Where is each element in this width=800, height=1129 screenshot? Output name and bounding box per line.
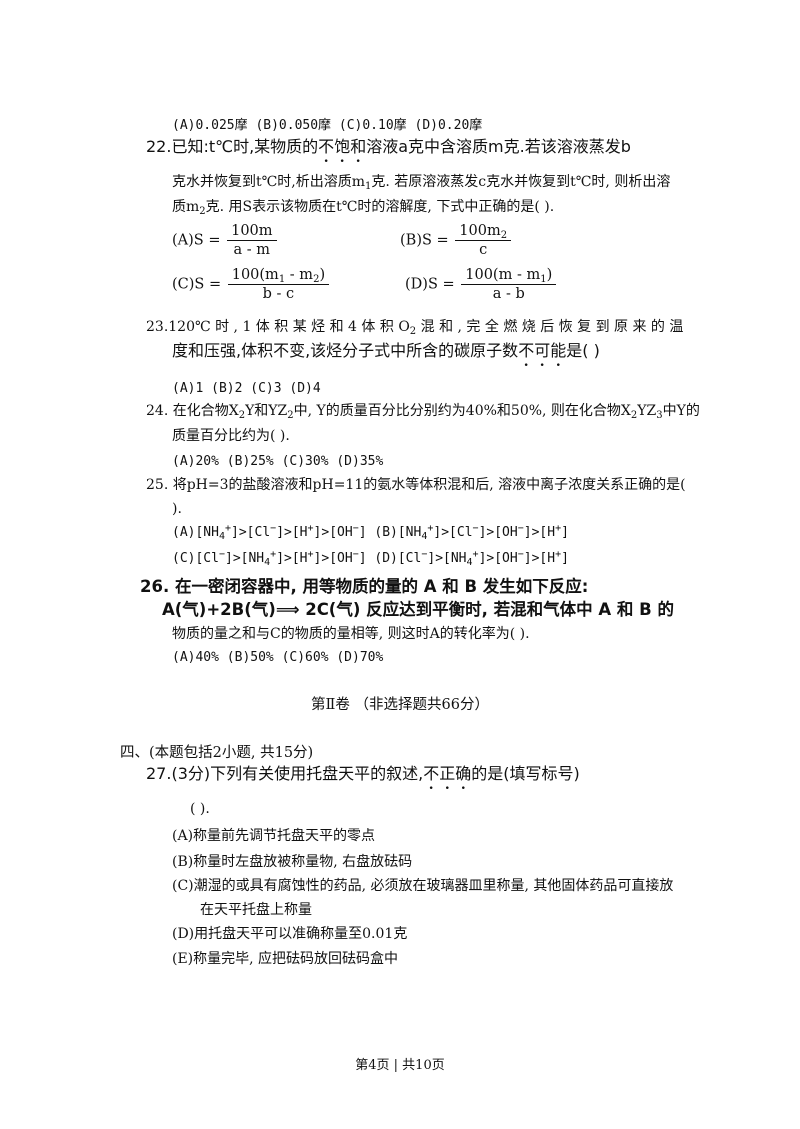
section-2-heading: 第Ⅱ卷 （非选择题共66分）: [311, 697, 489, 713]
q24-line2: 质量百分比约为( ).: [172, 428, 290, 444]
q26-options: (A)40% (B)50% (C)60% (D)70%: [172, 650, 384, 665]
q23-options: (A)1 (B)2 (C)3 (D)4: [172, 381, 321, 396]
fraction: 100(m - m1)a - b: [461, 266, 557, 303]
emphasis-char: 不: [423, 763, 439, 785]
q25-line1: 25. 将pH=3的盐酸溶液和pH=11的氨水等体积混和后, 溶液中离子浓度关系…: [146, 477, 686, 493]
emphasis-char: 不: [518, 340, 534, 362]
section-4-heading: 四、(本题包括2小题, 共15分): [120, 745, 314, 761]
q27-blank: ( ).: [190, 801, 210, 817]
q23-line2: 度和压强,体积不变,该烃分子式中所含的碳原子数不可能是( ): [172, 340, 600, 362]
emphasis-char: 可: [534, 340, 550, 362]
page-footer: 第4页 | 共10页: [355, 1058, 445, 1073]
fraction: 100(m1 - m2)b - c: [227, 266, 330, 303]
q27-item-b: (B)称量时左盘放被称量物, 右盘放砝码: [172, 854, 413, 870]
q27-item-a: (A)称量前先调节托盘天平的零点: [172, 828, 376, 844]
q22-line3: 质m2克. 用S表示该物质在t℃时的溶解度, 下式中正确的是( ).: [172, 199, 555, 217]
q27-item-c-cont: 在天平托盘上称量: [200, 902, 312, 918]
emphasis-char: 不: [318, 136, 334, 158]
emphasis-char: 饱: [334, 136, 350, 158]
q22-line1: 22.已知:t℃时,某物质的不饱和溶液a克中含溶质m克.若该溶液蒸发b: [146, 136, 631, 158]
q24-line1: 24. 在化合物X2Y和YZ2中, Y的质量百分比分别约为40%和50%, 则在…: [146, 403, 700, 421]
q22-option-c: (C)S = 100(m1 - m2)b - c: [172, 266, 331, 303]
emphasis-char: 正: [439, 763, 455, 785]
q21-options: (A)0.025摩 (B)0.050摩 (C)0.10摩 (D)0.20摩: [172, 118, 483, 133]
q22-option-d: (D)S = 100(m - m1)a - b: [405, 266, 558, 303]
emphasis-char: 确: [455, 763, 471, 785]
q27-item-d: (D)用托盘天平可以准确称量至0.01克: [172, 926, 408, 942]
q24-options: (A)20% (B)25% (C)30% (D)35%: [172, 454, 384, 469]
q25-options-ab: (A)[NH4+]>[Cl−]>[H+]>[OH−] (B)[NH4+]>[Cl…: [172, 523, 569, 542]
q26-line2: A(气)+2B(气)⟹ 2C(气) 反应达到平衡时, 若混和气体中 A 和 B …: [162, 600, 674, 619]
q27-item-c: (C)潮湿的或具有腐蚀性的药品, 必须放在玻璃器皿里称量, 其他固体药品可直接放: [172, 878, 674, 894]
q25-options-cd: (C)[Cl−]>[NH4+]>[H+]>[OH−] (D)[Cl−]>[NH4…: [172, 549, 569, 568]
q27-item-e: (E)称量完毕, 应把砝码放回砝码盒中: [172, 951, 399, 967]
emphasis-char: 和: [350, 136, 366, 158]
q22-line2: 克水并恢复到t℃时,析出溶质m1克. 若原溶液蒸发c克水并恢复到t℃时, 则析出…: [172, 174, 671, 192]
emphasis-char: 能: [550, 340, 566, 362]
q23-line1: 23.120℃ 时 , 1 体 积 某 烃 和 4 体 积 O2 混 和 , 完…: [146, 319, 684, 337]
q26-line1: 26. 在一密闭容器中, 用等物质的量的 A 和 B 发生如下反应:: [140, 577, 589, 596]
q27-line1: 27.(3分)下列有关使用托盘天平的叙述,不正确的是(填写标号): [146, 763, 580, 785]
q25-line2: ).: [172, 501, 182, 517]
q26-line3: 物质的量之和与C的物质的量相等, 则这时A的转化率为( ).: [172, 626, 530, 642]
